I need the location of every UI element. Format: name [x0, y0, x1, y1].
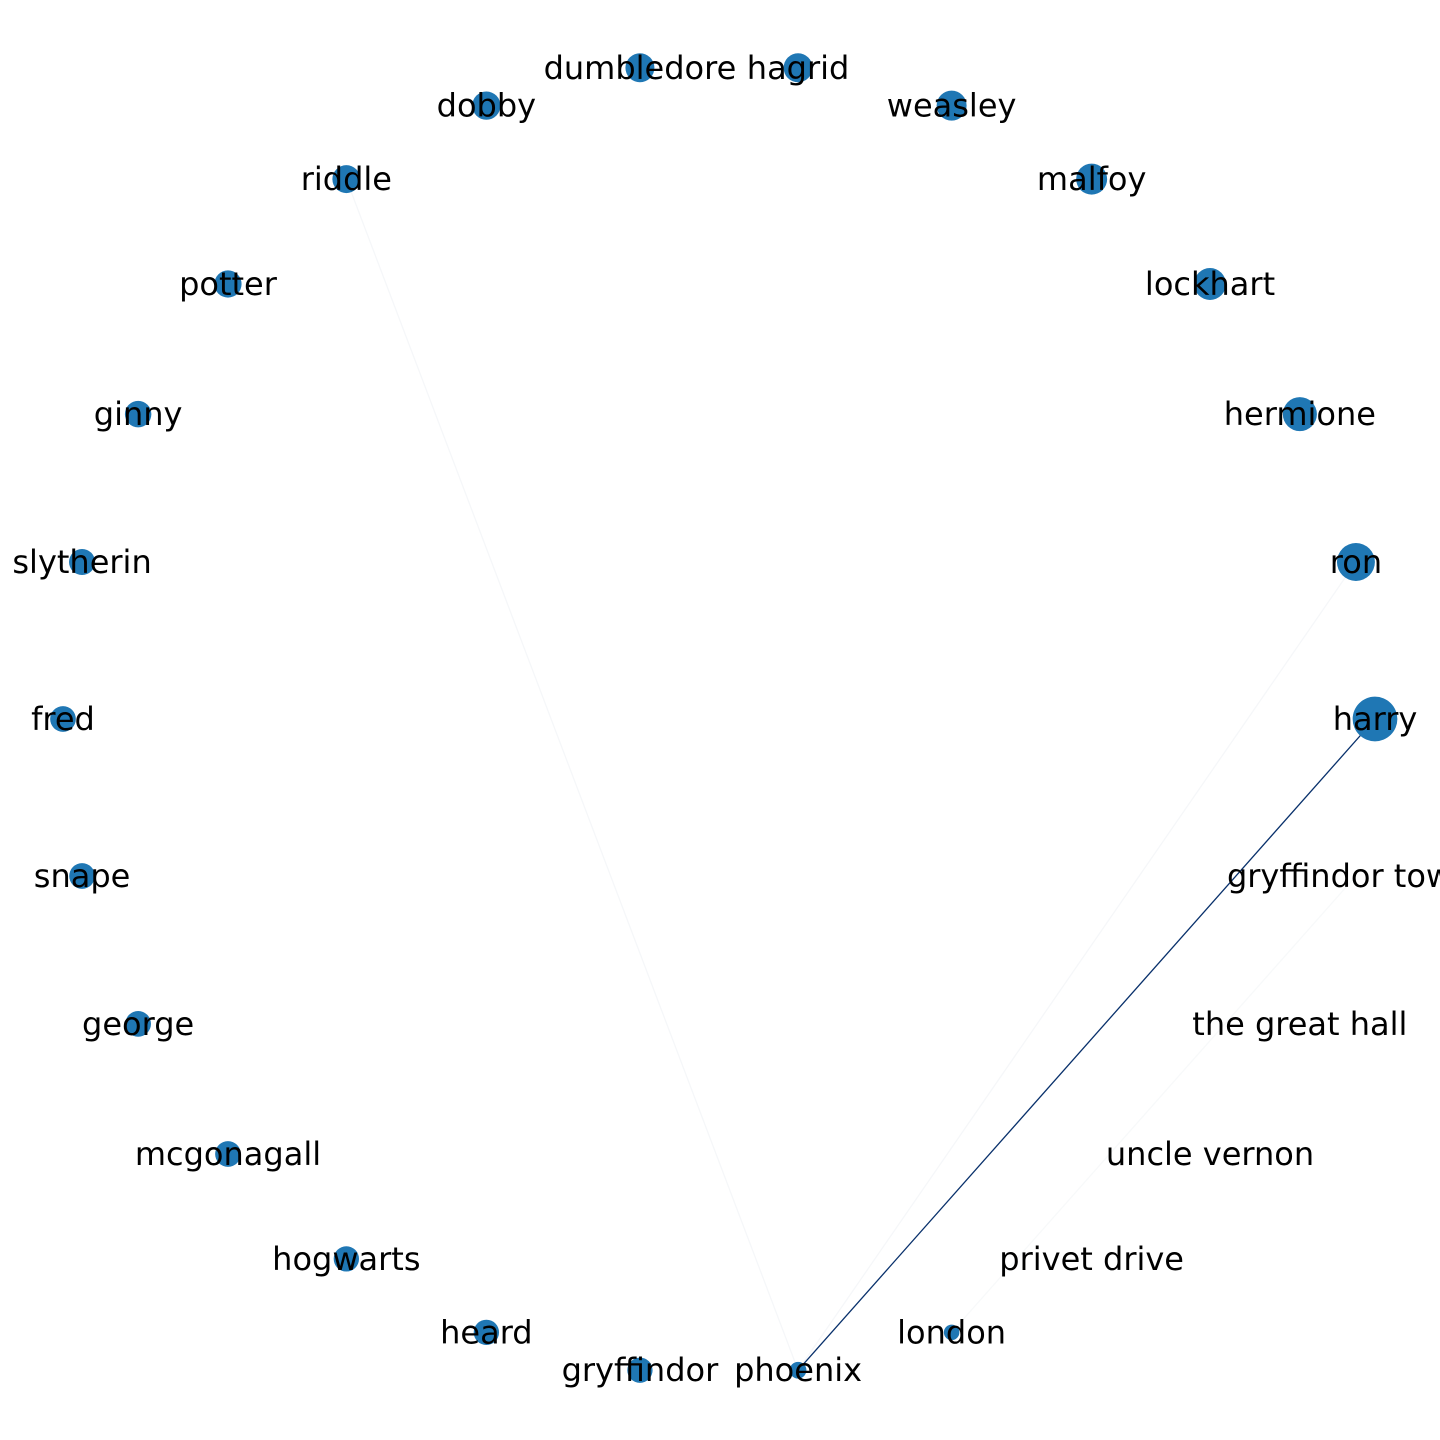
- node-lockhart: [1194, 268, 1226, 300]
- node-hogwarts: [333, 1246, 359, 1272]
- node-potter: [214, 270, 242, 298]
- edge-ron-phoenix: [797, 561, 1357, 1371]
- node-label-potter: potter: [179, 265, 278, 303]
- node-dobby: [472, 91, 501, 120]
- graph-labels: harry ron hermione lockhart malfoy weasley hag…: [12, 49, 1440, 1389]
- node-ron: [1336, 543, 1375, 581]
- node-label-gryffindor: gryffindor: [562, 1351, 720, 1389]
- node-mcgonagall: [215, 1141, 241, 1167]
- node-snape: [69, 863, 95, 889]
- node-harry: [1352, 696, 1398, 742]
- node-label-fred: fred: [31, 700, 95, 738]
- graph-edges: [345, 178, 1376, 1371]
- node-label-dumbledore: dumbledore: [544, 49, 737, 87]
- node-label-london: london: [897, 1313, 1006, 1351]
- node-heard: [473, 1319, 500, 1346]
- node-label-weasley: weasley: [887, 87, 1017, 125]
- node-label-riddle: riddle: [301, 160, 392, 198]
- graph-nodes: [50, 53, 1398, 1383]
- node-label-hogwarts: hogwarts: [272, 1240, 420, 1278]
- node-slytherin: [69, 548, 96, 576]
- node-label-privet-drive: privet drive: [999, 1240, 1184, 1278]
- node-label-dobby: dobby: [437, 87, 536, 125]
- node-label-mcgonagall: mcgonagall: [135, 1135, 321, 1173]
- node-hagrid: [783, 53, 813, 83]
- node-label-uncle-vernon: uncle vernon: [1106, 1135, 1314, 1173]
- node-label-george: george: [82, 1005, 194, 1043]
- node-hermione: [1282, 397, 1317, 432]
- node-label-snape: snape: [34, 857, 131, 895]
- node-label-ginny: ginny: [94, 395, 183, 433]
- node-ginny: [124, 400, 152, 428]
- node-fred: [50, 706, 76, 732]
- node-george: [125, 1011, 151, 1037]
- edge-harry-phoenix: [797, 718, 1376, 1371]
- node-malfoy: [1076, 163, 1108, 195]
- node-label-heard: heard: [440, 1313, 532, 1351]
- node-label-lockhart: lockhart: [1145, 265, 1275, 303]
- node-label-phoenix: phoenix: [734, 1351, 862, 1389]
- node-weasley: [936, 90, 967, 121]
- node-gryffindor: [627, 1357, 653, 1383]
- node-label-malfoy: malfoy: [1037, 160, 1146, 198]
- edge-riddle-phoenix: [345, 178, 799, 1371]
- node-london: [943, 1324, 960, 1341]
- node-label-slytherin: slytherin: [12, 543, 151, 581]
- node-riddle: [332, 165, 361, 194]
- node-label-ron: ron: [1330, 543, 1382, 581]
- node-dumbledore: [625, 53, 655, 83]
- node-label-the-great-hall: the great hall: [1192, 1005, 1407, 1043]
- node-phoenix: [789, 1361, 807, 1379]
- node-label-hermione: hermione: [1224, 395, 1376, 433]
- node-label-harry: harry: [1333, 700, 1418, 738]
- node-label-hagrid: hagrid: [747, 49, 850, 87]
- node-label-gryffindor-tower: gryffindor tower: [1227, 857, 1440, 895]
